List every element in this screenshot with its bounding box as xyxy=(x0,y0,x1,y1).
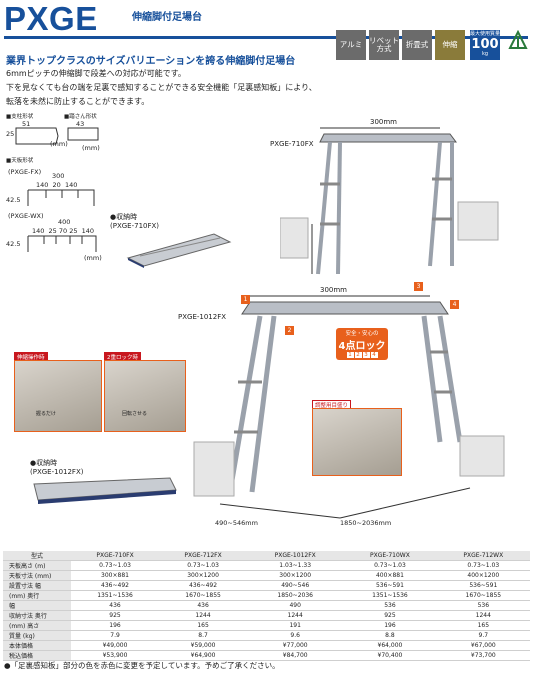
stored-top-model: (PXGE-710FX) xyxy=(110,222,160,230)
model-1012-label: PXGE-1012FX xyxy=(178,313,227,321)
strut-width: 51 xyxy=(22,120,31,128)
number-1: 1 xyxy=(241,295,250,304)
number-2: 2 xyxy=(285,326,294,335)
wx-unit: (mm) xyxy=(84,254,102,262)
stored-ladder-top-image xyxy=(126,233,232,268)
photo-double-lock xyxy=(104,360,186,432)
number-3: 3 xyxy=(414,282,423,291)
table-header-row: 型式 PXGE-710FX PXGE-712FX PXGE-1012FX PXG… xyxy=(3,551,530,561)
stored-bottom-label: ●収納時 xyxy=(30,459,58,467)
step-width: 43 xyxy=(76,120,85,128)
strut-height: 25 xyxy=(6,130,15,138)
footnote: ●「足裏感知板」部分の色を赤色に変更を予定しています。予めご了承ください。 xyxy=(4,661,280,670)
fx-total: 300 xyxy=(52,172,65,180)
stored-bottom-model: (PXGE-1012FX) xyxy=(30,468,84,476)
callout-extend: 伸縮操作時 xyxy=(14,352,48,362)
fx-label: (PXGE-FX) xyxy=(8,168,42,176)
dim-depth-1012: 1850~2036mm xyxy=(340,519,392,527)
top-plate-label: ■天板形状 xyxy=(6,158,34,164)
product-title: PXGE xyxy=(4,0,98,37)
lock-badge: 安全・安心の 4点ロック 1 2 3 4 xyxy=(336,328,388,360)
step-unit: (mm) xyxy=(82,144,100,152)
stored-ladder-bottom-image xyxy=(33,477,177,504)
photo-scale xyxy=(312,408,402,476)
spec-table: 型式 PXGE-710FX PXGE-712FX PXGE-1012FX PXG… xyxy=(3,551,530,661)
table-row: 税込価格¥53,900¥64,900¥84,700¥70,400¥73,700 xyxy=(3,650,530,661)
label-rotate: 回転させる xyxy=(122,411,148,417)
wx-profile-icon xyxy=(27,235,97,252)
wx-parts: 140 25 70 25 140 xyxy=(32,227,95,235)
stored-top-label: ●収納時 xyxy=(110,213,138,221)
step-label: ■踏さん形状 xyxy=(64,114,97,120)
badge-rivet: リベット方式 xyxy=(369,30,399,60)
wx-label: (PXGE-WX) xyxy=(8,212,44,220)
wx-height: 42.5 xyxy=(6,240,21,248)
step-profile-icon xyxy=(67,127,99,141)
lead-text: 業界トップクラスのサイズバリエーションを誇る伸縮脚付足場台 xyxy=(6,56,296,67)
number-4: 4 xyxy=(450,300,459,309)
model-710-width: 300mm xyxy=(370,118,397,126)
intro-text: 6mmピッチの伸縮脚で段差への対応が可能です。 下を見なくても台の端を足裏で感知… xyxy=(6,69,317,106)
header-rule xyxy=(4,36,528,39)
label-press: 握るだけ xyxy=(36,411,57,417)
badge-max-load: 最大使用質量 100 kg xyxy=(470,30,500,60)
badge-folding: 折畳式 xyxy=(402,30,432,60)
ladder-1012-image xyxy=(193,295,505,519)
table-row: 本体価格¥49,000¥59,000¥77,000¥64,000¥67,000 xyxy=(3,640,530,651)
strut-unit: (mm) xyxy=(50,140,68,148)
product-subtitle: 伸縮脚付足場台 xyxy=(132,12,202,23)
jis-mark-icon xyxy=(507,29,529,60)
model-710-label: PXGE-710FX xyxy=(270,140,314,148)
wx-total: 400 xyxy=(58,218,71,226)
callout-double-lock: 2重ロック時 xyxy=(104,352,141,362)
fx-height: 42.5 xyxy=(6,196,21,204)
strut-profile-icon xyxy=(15,127,59,145)
strut-label: ■支柱形状 xyxy=(6,114,34,120)
photo-extend xyxy=(14,360,102,432)
ladder-710-image xyxy=(280,127,499,275)
dim-width-1012: 490~546mm xyxy=(215,519,258,527)
badge-aluminum: アルミ xyxy=(336,30,366,60)
model-1012-width: 300mm xyxy=(320,286,347,294)
fx-parts: 140 20 140 xyxy=(36,181,78,189)
badge-telescopic: 伸縮 xyxy=(435,30,465,60)
fx-profile-icon xyxy=(27,189,95,206)
